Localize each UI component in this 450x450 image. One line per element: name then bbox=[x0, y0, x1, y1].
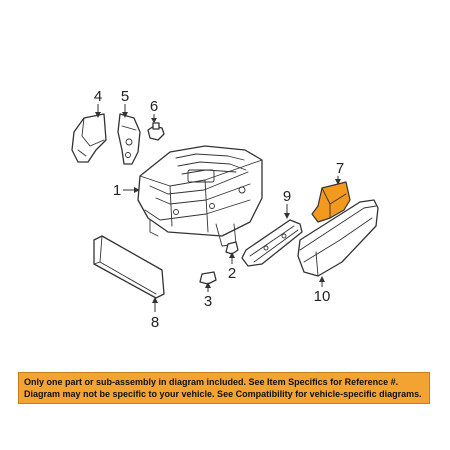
part-4-bracket bbox=[71, 113, 107, 163]
callout-5: 5 bbox=[121, 88, 129, 105]
part-10-side-shield bbox=[297, 199, 379, 277]
part-7-highlighted-bracket bbox=[311, 181, 351, 223]
callout-7: 7 bbox=[336, 160, 344, 177]
callout-2: 2 bbox=[228, 265, 236, 282]
part-5-hinge-bracket bbox=[117, 113, 141, 165]
part-9-inner-trim bbox=[241, 219, 303, 267]
callout-1: 1 bbox=[113, 182, 121, 199]
part-8-front-trim bbox=[93, 235, 165, 299]
part-6-bolt bbox=[147, 122, 165, 141]
disclaimer-banner: Only one part or sub-assembly in diagram… bbox=[18, 372, 430, 404]
callout-4: 4 bbox=[94, 88, 102, 105]
callout-8: 8 bbox=[151, 314, 159, 331]
disclaimer-line-2: Diagram may not be specific to your vehi… bbox=[24, 389, 422, 399]
part-1-seat-frame bbox=[137, 145, 263, 247]
callout-6: 6 bbox=[150, 98, 158, 115]
callout-9: 9 bbox=[283, 188, 291, 205]
callout-3: 3 bbox=[204, 293, 212, 310]
disclaimer-line-1: Only one part or sub-assembly in diagram… bbox=[24, 377, 399, 387]
callout-10: 10 bbox=[314, 288, 331, 305]
leader-lines bbox=[95, 104, 341, 312]
